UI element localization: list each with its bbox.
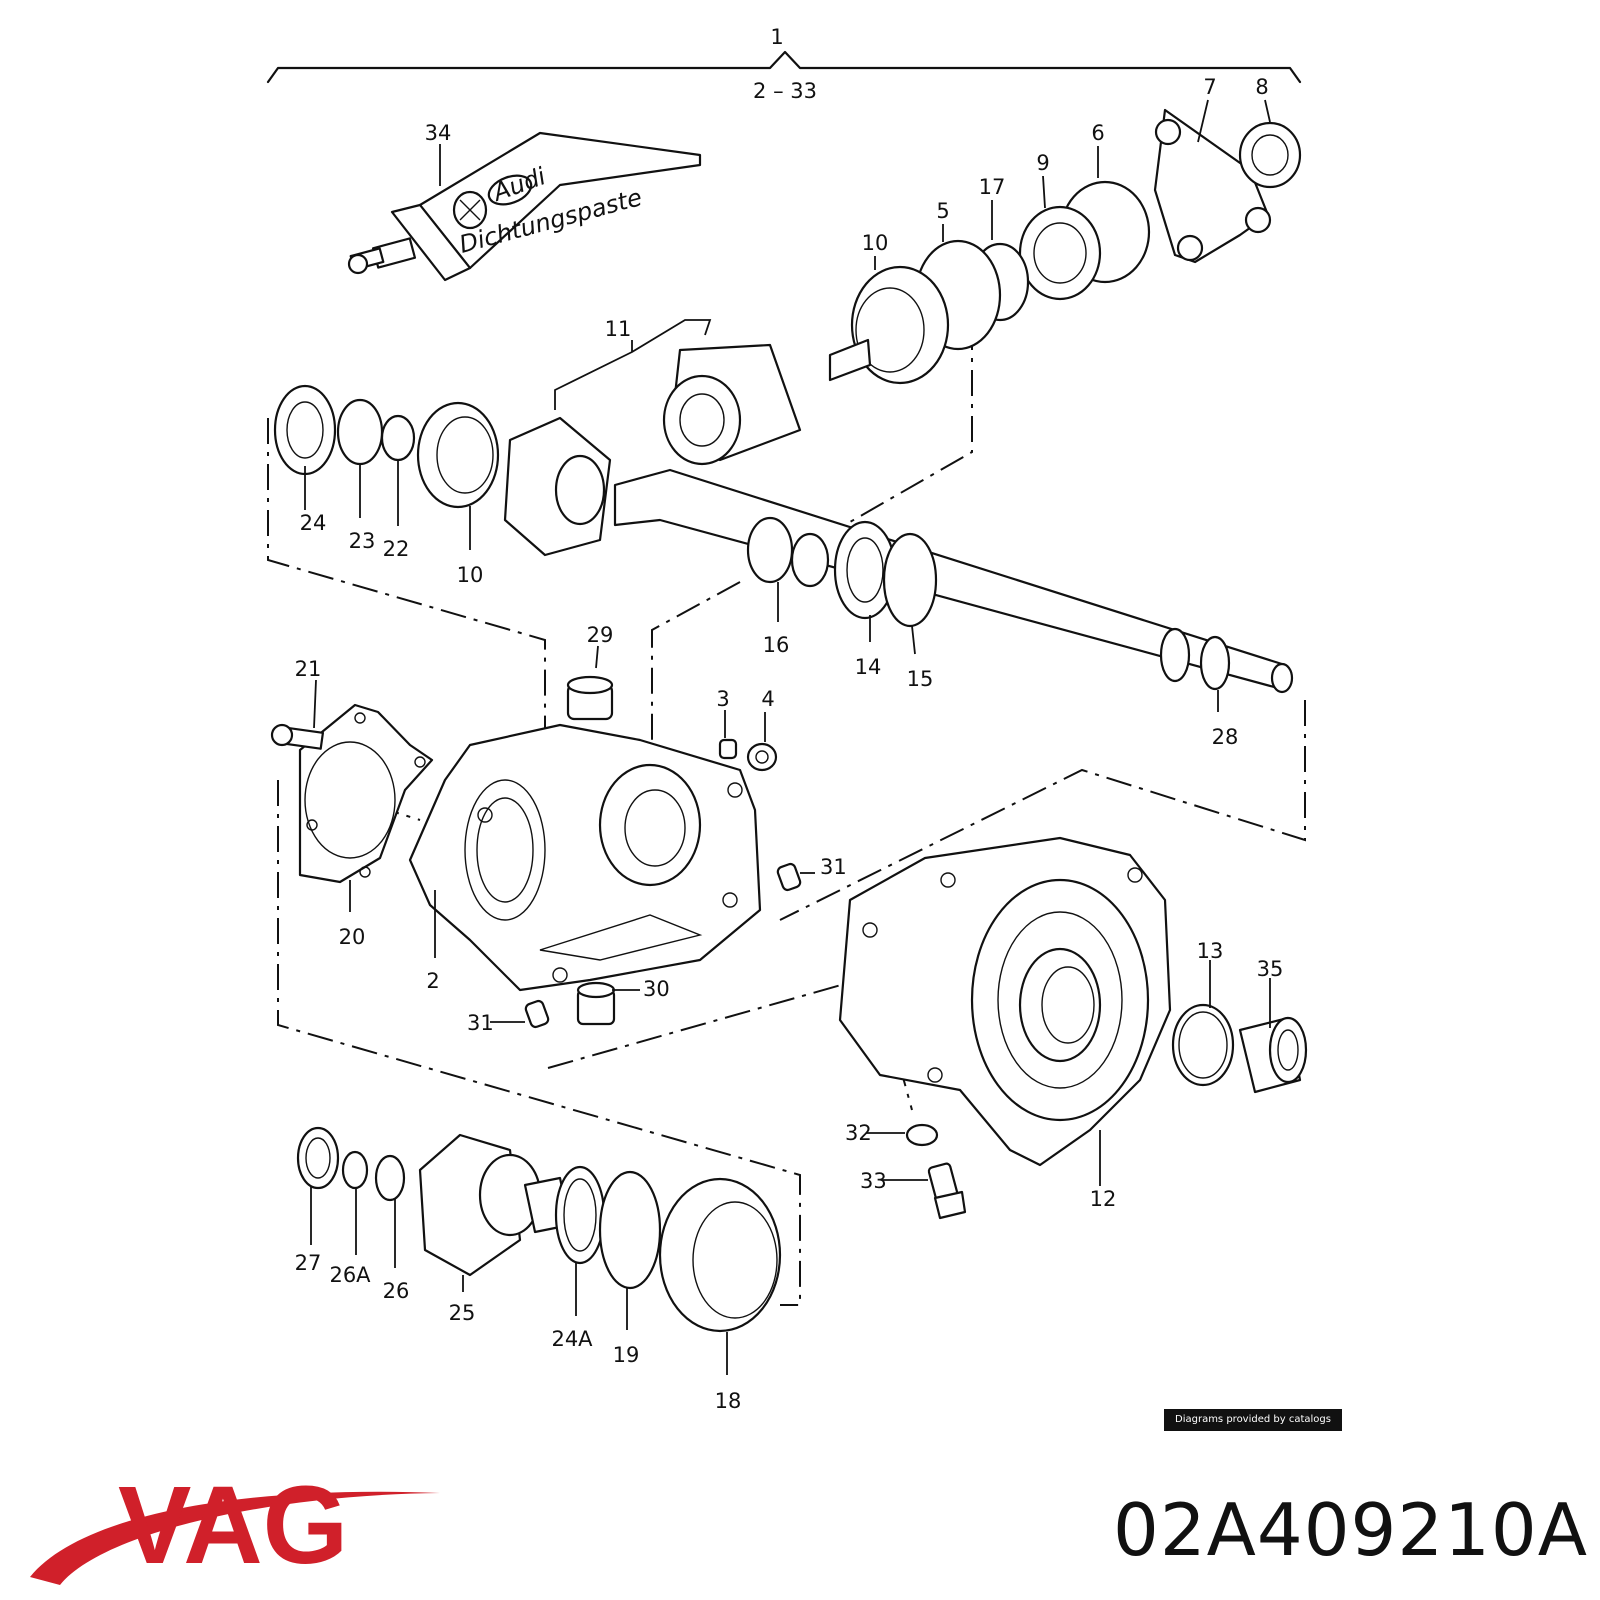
callout-2-33: 2 – 33 [753, 79, 817, 103]
callout-13: 13 [1197, 939, 1224, 963]
callout-14: 14 [855, 655, 882, 679]
callout-19: 19 [613, 1343, 640, 1367]
differential-housing [408, 723, 802, 1029]
callout-1: 1 [770, 25, 783, 49]
callout-10-lower: 10 [457, 563, 484, 587]
callout-12: 12 [1090, 1187, 1117, 1211]
shaft-gear-group [273, 384, 1294, 694]
callout-17: 17 [979, 175, 1006, 199]
callout-34: 34 [425, 121, 452, 145]
sealing-paste-tube: Audi Dichtungspaste [347, 131, 702, 282]
leader-lines [304, 99, 1271, 1375]
callout-31-right: 31 [820, 855, 847, 879]
callout-11: 11 [605, 317, 632, 341]
upper-pinion-group [662, 108, 1302, 466]
assembly-bracket [266, 50, 1302, 84]
callout-4: 4 [761, 687, 774, 711]
callout-25: 25 [449, 1301, 476, 1325]
callout-29: 29 [587, 623, 614, 647]
callout-24: 24 [300, 511, 327, 535]
callout-27: 27 [295, 1251, 322, 1275]
logo-text: VAG [118, 1464, 348, 1587]
callout-33: 33 [860, 1169, 887, 1193]
callout-30: 30 [643, 977, 670, 1001]
output-flange-group [296, 1126, 782, 1333]
callout-20: 20 [339, 925, 366, 949]
transfer-case-housing [838, 836, 1308, 1220]
callout-labels: 1 2 – 33 34 7 8 6 9 17 5 10 11 24 23 22 … [295, 25, 1284, 1413]
callout-16: 16 [763, 633, 790, 657]
callout-22: 22 [383, 537, 410, 561]
callout-26: 26 [383, 1279, 410, 1303]
callout-6: 6 [1091, 121, 1104, 145]
callout-9: 9 [1036, 151, 1049, 175]
callout-31-left: 31 [467, 1011, 494, 1035]
diagram-credit-badge: Diagrams provided by catalogs parts [1164, 1409, 1342, 1447]
callout-28: 28 [1212, 725, 1239, 749]
callout-32: 32 [845, 1121, 872, 1145]
callout-18: 18 [715, 1389, 742, 1413]
part-number: 02A409210A [1113, 1488, 1588, 1572]
callout-15: 15 [907, 667, 934, 691]
callout-8: 8 [1255, 75, 1268, 99]
vag-logo: VAG [30, 1464, 440, 1587]
callout-3: 3 [716, 687, 729, 711]
cover-gasket-and-fasteners [270, 675, 778, 884]
logo-swoosh [30, 1491, 440, 1585]
callout-24a: 24A [551, 1327, 593, 1351]
callout-23: 23 [349, 529, 376, 553]
callout-26a: 26A [329, 1263, 371, 1287]
callout-7: 7 [1203, 75, 1216, 99]
callout-10-upper: 10 [862, 231, 889, 255]
callout-5: 5 [936, 199, 949, 223]
callout-35: 35 [1257, 957, 1284, 981]
callout-2: 2 [426, 969, 439, 993]
callout-21: 21 [295, 657, 322, 681]
